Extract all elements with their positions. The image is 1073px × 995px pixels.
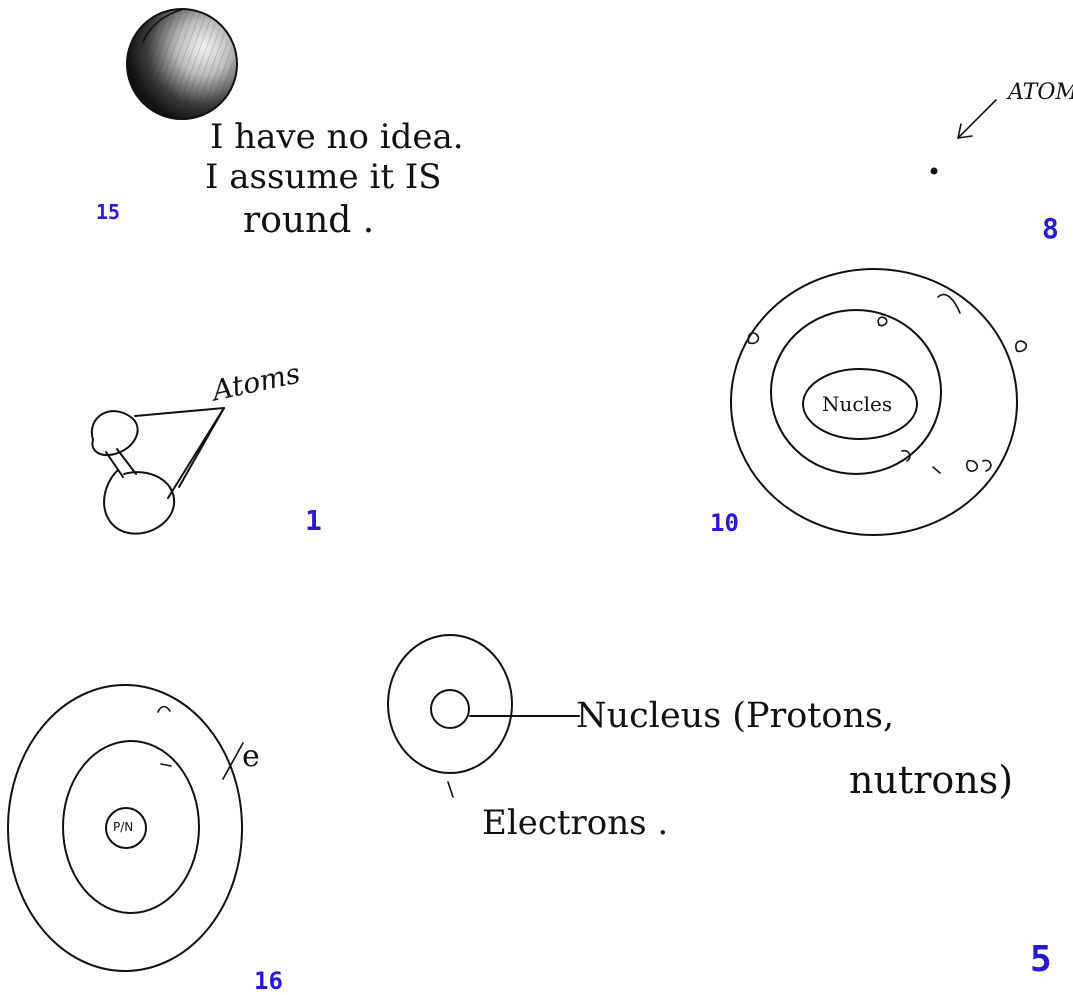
note-line-1: I have no idea.: [210, 120, 464, 154]
note-line-2: I assume it IS: [205, 160, 442, 194]
drawing-number: 10: [710, 511, 739, 535]
drawing-number: 15: [96, 202, 120, 222]
nucleus-electrons-sketch: [375, 625, 1073, 994]
electrons-label: Electrons .: [482, 806, 668, 840]
drawing-15: I have no idea. I assume it IS round . 1…: [0, 0, 460, 250]
atom-label: ATOM: [1008, 82, 1073, 104]
nucleus-label: P/N: [113, 821, 133, 833]
drawing-5: Nucleus (Protons, nutrons) Electrons . 5: [375, 625, 1073, 994]
drawing-number: 8: [1042, 215, 1059, 243]
drawing-16: e P/N 16: [0, 680, 320, 994]
drawing-10: Nucles 10: [690, 255, 1073, 555]
drawing-8: ATOM 8: [900, 70, 1073, 250]
nucleus-label-line-1: Nucleus (Protons,: [576, 699, 894, 734]
electron-label: e: [242, 742, 260, 772]
nucleus-label: Nucles: [822, 394, 892, 414]
note-line-3: round .: [243, 203, 374, 239]
drawing-number: 5: [1030, 942, 1052, 978]
drawing-1: Atoms 1: [40, 350, 370, 560]
shell-model-sketch: [0, 680, 320, 994]
nucleus-label-line-2: nutrons): [849, 761, 1013, 799]
drawing-number: 1: [305, 507, 322, 535]
drawing-number: 16: [254, 969, 283, 993]
